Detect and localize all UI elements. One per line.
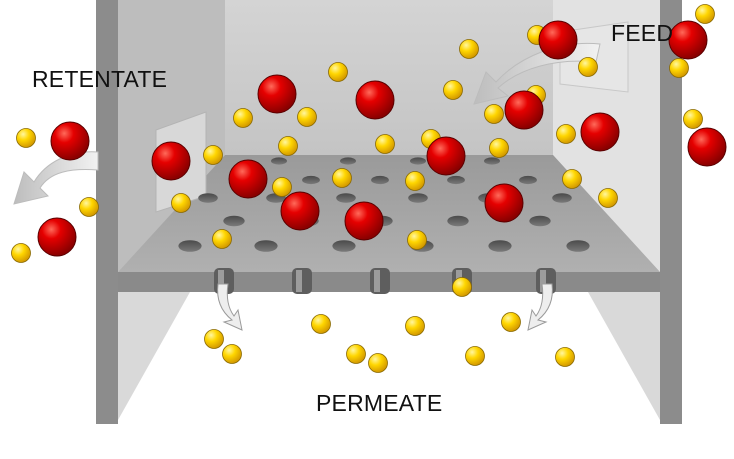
large-particle — [504, 90, 544, 130]
membrane-pore — [302, 175, 320, 185]
small-particle — [452, 277, 472, 297]
pore-channel-highlight — [218, 270, 224, 292]
large-particle — [151, 141, 191, 181]
small-particle — [465, 346, 485, 366]
pore-channel-highlight — [374, 270, 380, 292]
permeate-chamber — [118, 292, 660, 420]
small-particle — [233, 108, 253, 128]
small-particle — [212, 229, 232, 249]
large-particle — [580, 112, 620, 152]
membrane-pore — [371, 175, 389, 185]
large-particle — [257, 74, 297, 114]
permeate-arrow-right — [527, 283, 553, 331]
large-particle — [484, 183, 524, 223]
right-vessel-wall — [660, 0, 682, 424]
membrane-pore — [271, 157, 287, 165]
small-particle — [311, 314, 331, 334]
permeate-left-wall — [118, 292, 190, 420]
small-particle — [297, 107, 317, 127]
small-particle — [489, 138, 509, 158]
membrane-pore — [447, 215, 469, 227]
membrane-pore — [484, 157, 500, 165]
small-particle — [375, 134, 395, 154]
membrane-pore — [408, 193, 428, 203]
permeate-right-wall — [588, 292, 660, 420]
vessel-walls — [96, 0, 682, 424]
particles — [11, 4, 727, 373]
small-particle — [79, 197, 99, 217]
membrane-pore — [410, 157, 426, 165]
small-particle — [484, 104, 504, 124]
pore-channel-highlight — [296, 270, 302, 292]
small-particle — [328, 62, 348, 82]
large-particle — [355, 80, 395, 120]
large-particle — [50, 121, 90, 161]
small-particle — [272, 177, 292, 197]
membrane-pore — [447, 175, 465, 185]
small-particle — [16, 128, 36, 148]
membrane-pore — [340, 157, 356, 165]
membrane-pore — [566, 240, 590, 252]
large-particle — [687, 127, 727, 167]
membrane-pore — [254, 240, 278, 252]
membrane-pore — [336, 193, 356, 203]
small-particle — [203, 145, 223, 165]
small-particle — [405, 171, 425, 191]
large-particle — [37, 217, 77, 257]
small-particle — [562, 169, 582, 189]
small-particle — [332, 168, 352, 188]
small-particle — [443, 80, 463, 100]
large-particle — [668, 20, 708, 60]
feed-label: FEED — [611, 20, 674, 46]
small-particle — [407, 230, 427, 250]
small-particle — [11, 243, 31, 263]
membrane-pore — [332, 240, 356, 252]
small-particle — [405, 316, 425, 336]
membrane-pore — [178, 240, 202, 252]
retentate-label: RETENTATE — [32, 66, 168, 92]
membrane-pore — [488, 240, 512, 252]
membrane-pore — [223, 215, 245, 227]
membrane-pore — [198, 193, 218, 203]
small-particle — [695, 4, 715, 24]
small-particle — [555, 347, 575, 367]
small-particle — [598, 188, 618, 208]
membrane-pore — [529, 215, 551, 227]
large-particle — [280, 191, 320, 231]
small-particle — [501, 312, 521, 332]
small-particle — [669, 58, 689, 78]
large-particle — [426, 136, 466, 176]
small-particle — [556, 124, 576, 144]
membrane-pore — [519, 175, 537, 185]
small-particle — [222, 344, 242, 364]
small-particle — [459, 39, 479, 59]
large-particle — [344, 201, 384, 241]
small-particle — [683, 109, 703, 129]
membrane-pore — [552, 193, 572, 203]
small-particle — [171, 193, 191, 213]
retentate-arrow — [13, 151, 99, 205]
large-particle — [228, 159, 268, 199]
small-particle — [368, 353, 388, 373]
small-particle — [278, 136, 298, 156]
permeate-arrow-left — [217, 283, 243, 331]
small-particle — [346, 344, 366, 364]
permeate-label: PERMEATE — [316, 390, 443, 416]
left-vessel-wall — [96, 0, 118, 424]
large-particle — [538, 20, 578, 60]
small-particle — [204, 329, 224, 349]
pore-channel-highlight — [540, 270, 546, 292]
small-particle — [578, 57, 598, 77]
